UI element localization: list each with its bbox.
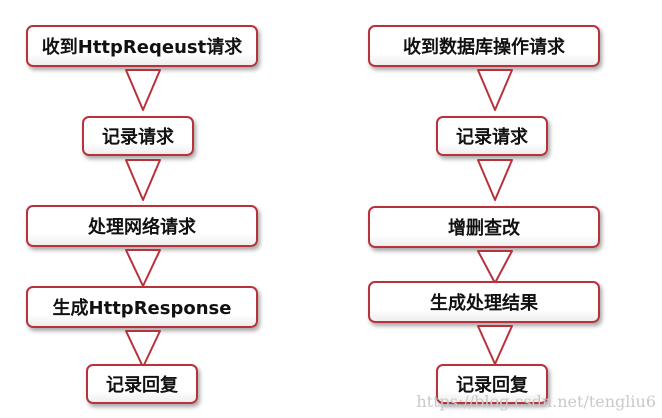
arrow-down-icon [125, 330, 161, 368]
right-step-5: 记录回复 [436, 364, 548, 404]
right-step-2-label: 记录请求 [456, 127, 528, 148]
left-step-5: 记录回复 [86, 364, 198, 404]
right-step-4: 生成处理结果 [368, 281, 600, 323]
arrow-down-icon [477, 250, 513, 284]
right-step-5-label: 记录回复 [456, 375, 528, 396]
arrow-down-icon [477, 325, 513, 365]
right-step-2: 记录请求 [436, 116, 548, 156]
right-step-3: 增删查改 [368, 206, 600, 248]
arrow-down-icon [477, 159, 513, 201]
left-step-3-label: 处理网络请求 [88, 217, 196, 238]
left-step-2-label: 记录请求 [102, 127, 174, 148]
arrow-down-icon [477, 69, 513, 111]
right-step-3-label: 增删查改 [448, 218, 520, 239]
left-step-1: 收到HttpReqeust请求 [26, 25, 258, 67]
right-step-1: 收到数据库操作请求 [368, 25, 600, 67]
left-step-5-label: 记录回复 [106, 375, 178, 396]
arrow-down-icon [125, 69, 161, 111]
arrow-down-icon [125, 249, 161, 287]
arrow-down-icon [125, 159, 161, 201]
left-step-4-label: 生成HttpResponse [52, 298, 232, 319]
left-step-3: 处理网络请求 [26, 205, 258, 247]
right-step-4-label: 生成处理结果 [430, 293, 538, 314]
left-step-1-label: 收到HttpReqeust请求 [41, 37, 243, 58]
watermark: https://blog.csdn.net/tengliu6 [416, 392, 656, 411]
left-step-4: 生成HttpResponse [26, 286, 258, 328]
right-step-1-label: 收到数据库操作请求 [403, 37, 565, 58]
left-step-2: 记录请求 [82, 116, 194, 156]
